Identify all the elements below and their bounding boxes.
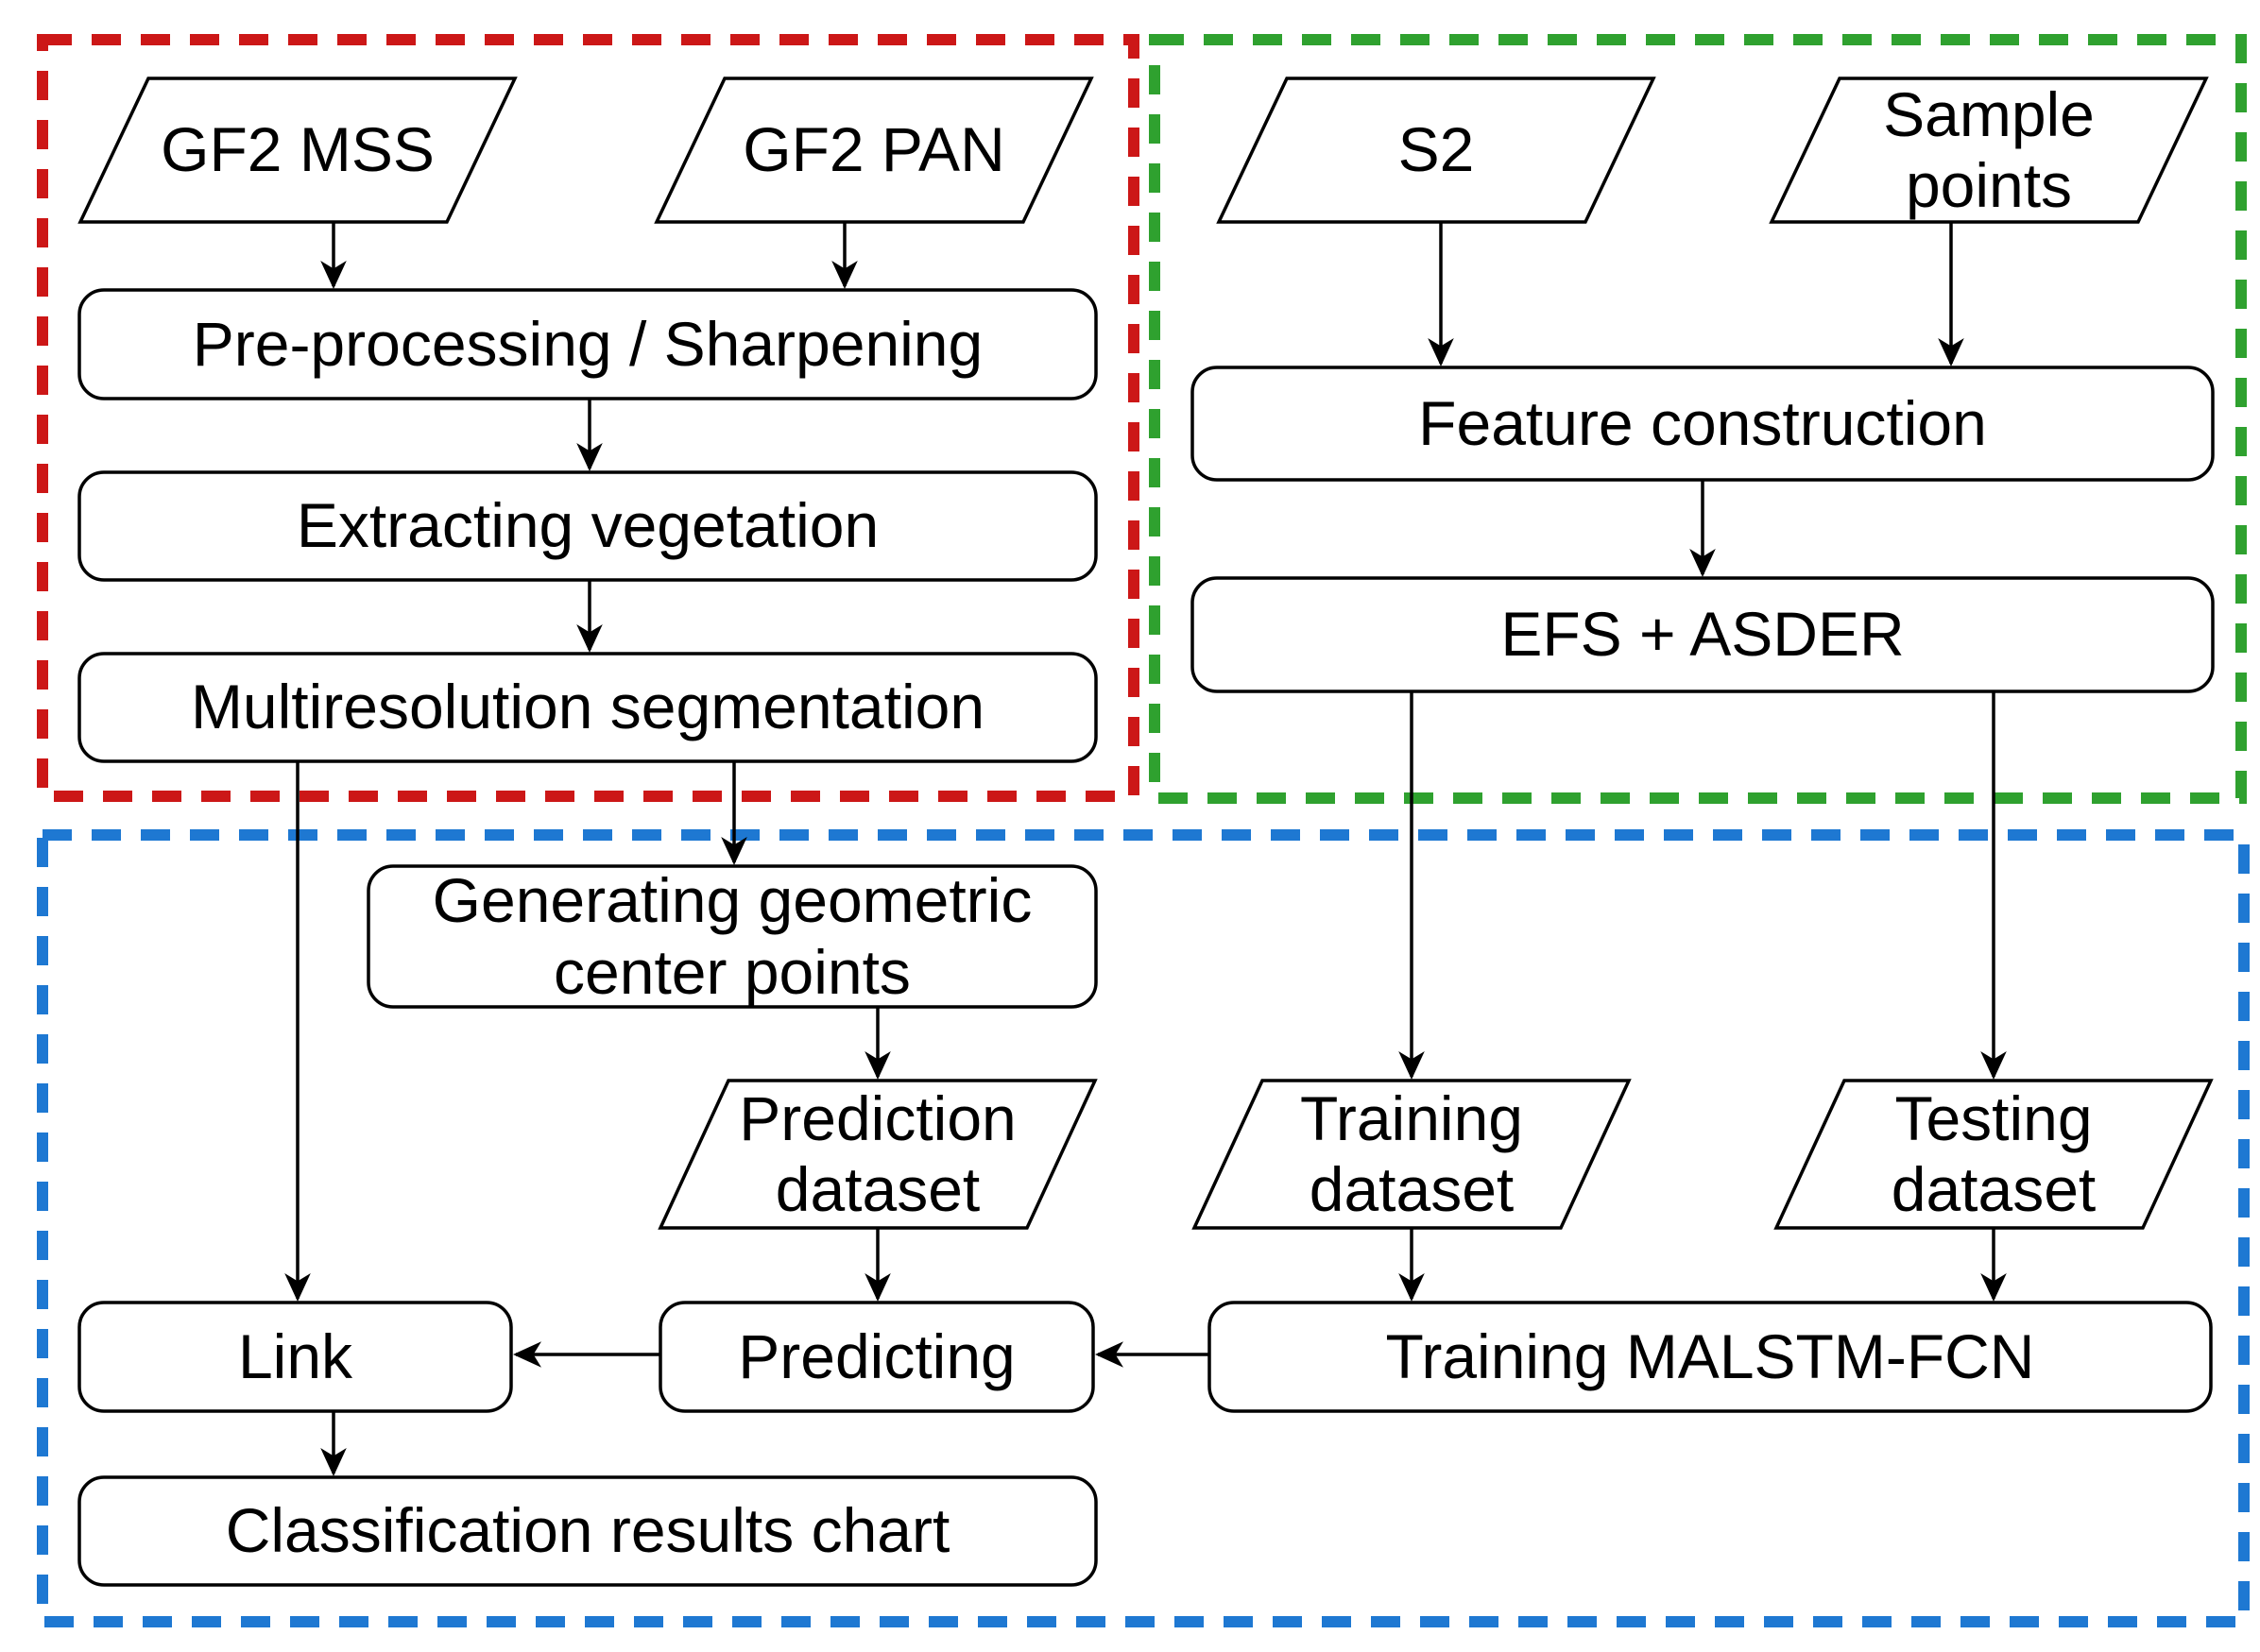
node-gf2-mss	[77, 77, 518, 224]
node-generating-center-points	[367, 864, 1098, 1009]
node-classification-results-chart	[77, 1475, 1098, 1587]
node-sample-points	[1769, 77, 2209, 224]
node-s2	[1216, 77, 1656, 224]
nodes-layer	[77, 77, 2215, 1587]
node-feature-construction	[1190, 366, 2215, 482]
node-extracting-vegetation	[77, 470, 1098, 582]
node-predicting	[659, 1301, 1095, 1413]
node-prediction-dataset	[658, 1079, 1098, 1230]
node-training-malstm-fcn	[1207, 1301, 2213, 1413]
edges-layer	[284, 222, 2007, 1476]
node-training-dataset	[1191, 1079, 1632, 1230]
node-efs-asder	[1190, 576, 2215, 693]
s2-branch-group-border	[1149, 34, 2247, 804]
node-testing-dataset	[1773, 1079, 2214, 1230]
node-gf2-pan	[654, 77, 1094, 224]
node-multiresolution-segmentation	[77, 652, 1098, 763]
node-preprocessing	[77, 288, 1098, 400]
gf2-branch-group-border	[37, 34, 1139, 802]
classification-stage-group-border	[37, 829, 2250, 1627]
node-link	[77, 1301, 513, 1413]
